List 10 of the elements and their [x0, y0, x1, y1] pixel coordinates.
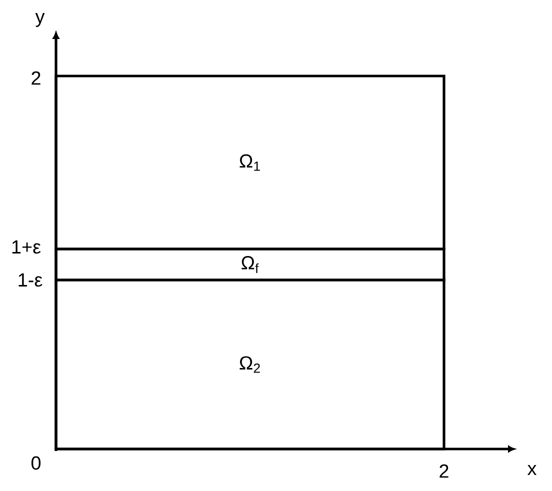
region-box: Ω$_{f}$ — [54, 248, 446, 282]
tick-label: 1+ε — [12, 240, 41, 254]
region-box: Ω$_{2}$ — [54, 278, 446, 450]
region-box: Ω$_{1}$ — [54, 74, 446, 250]
tick-label: 0 — [31, 456, 41, 470]
axis-label: x — [527, 464, 537, 476]
tick-label: 2 — [32, 71, 40, 85]
tick-label: 2 — [440, 464, 448, 478]
axis-label: y — [35, 13, 45, 27]
tick-label: 1-ε — [18, 273, 42, 287]
